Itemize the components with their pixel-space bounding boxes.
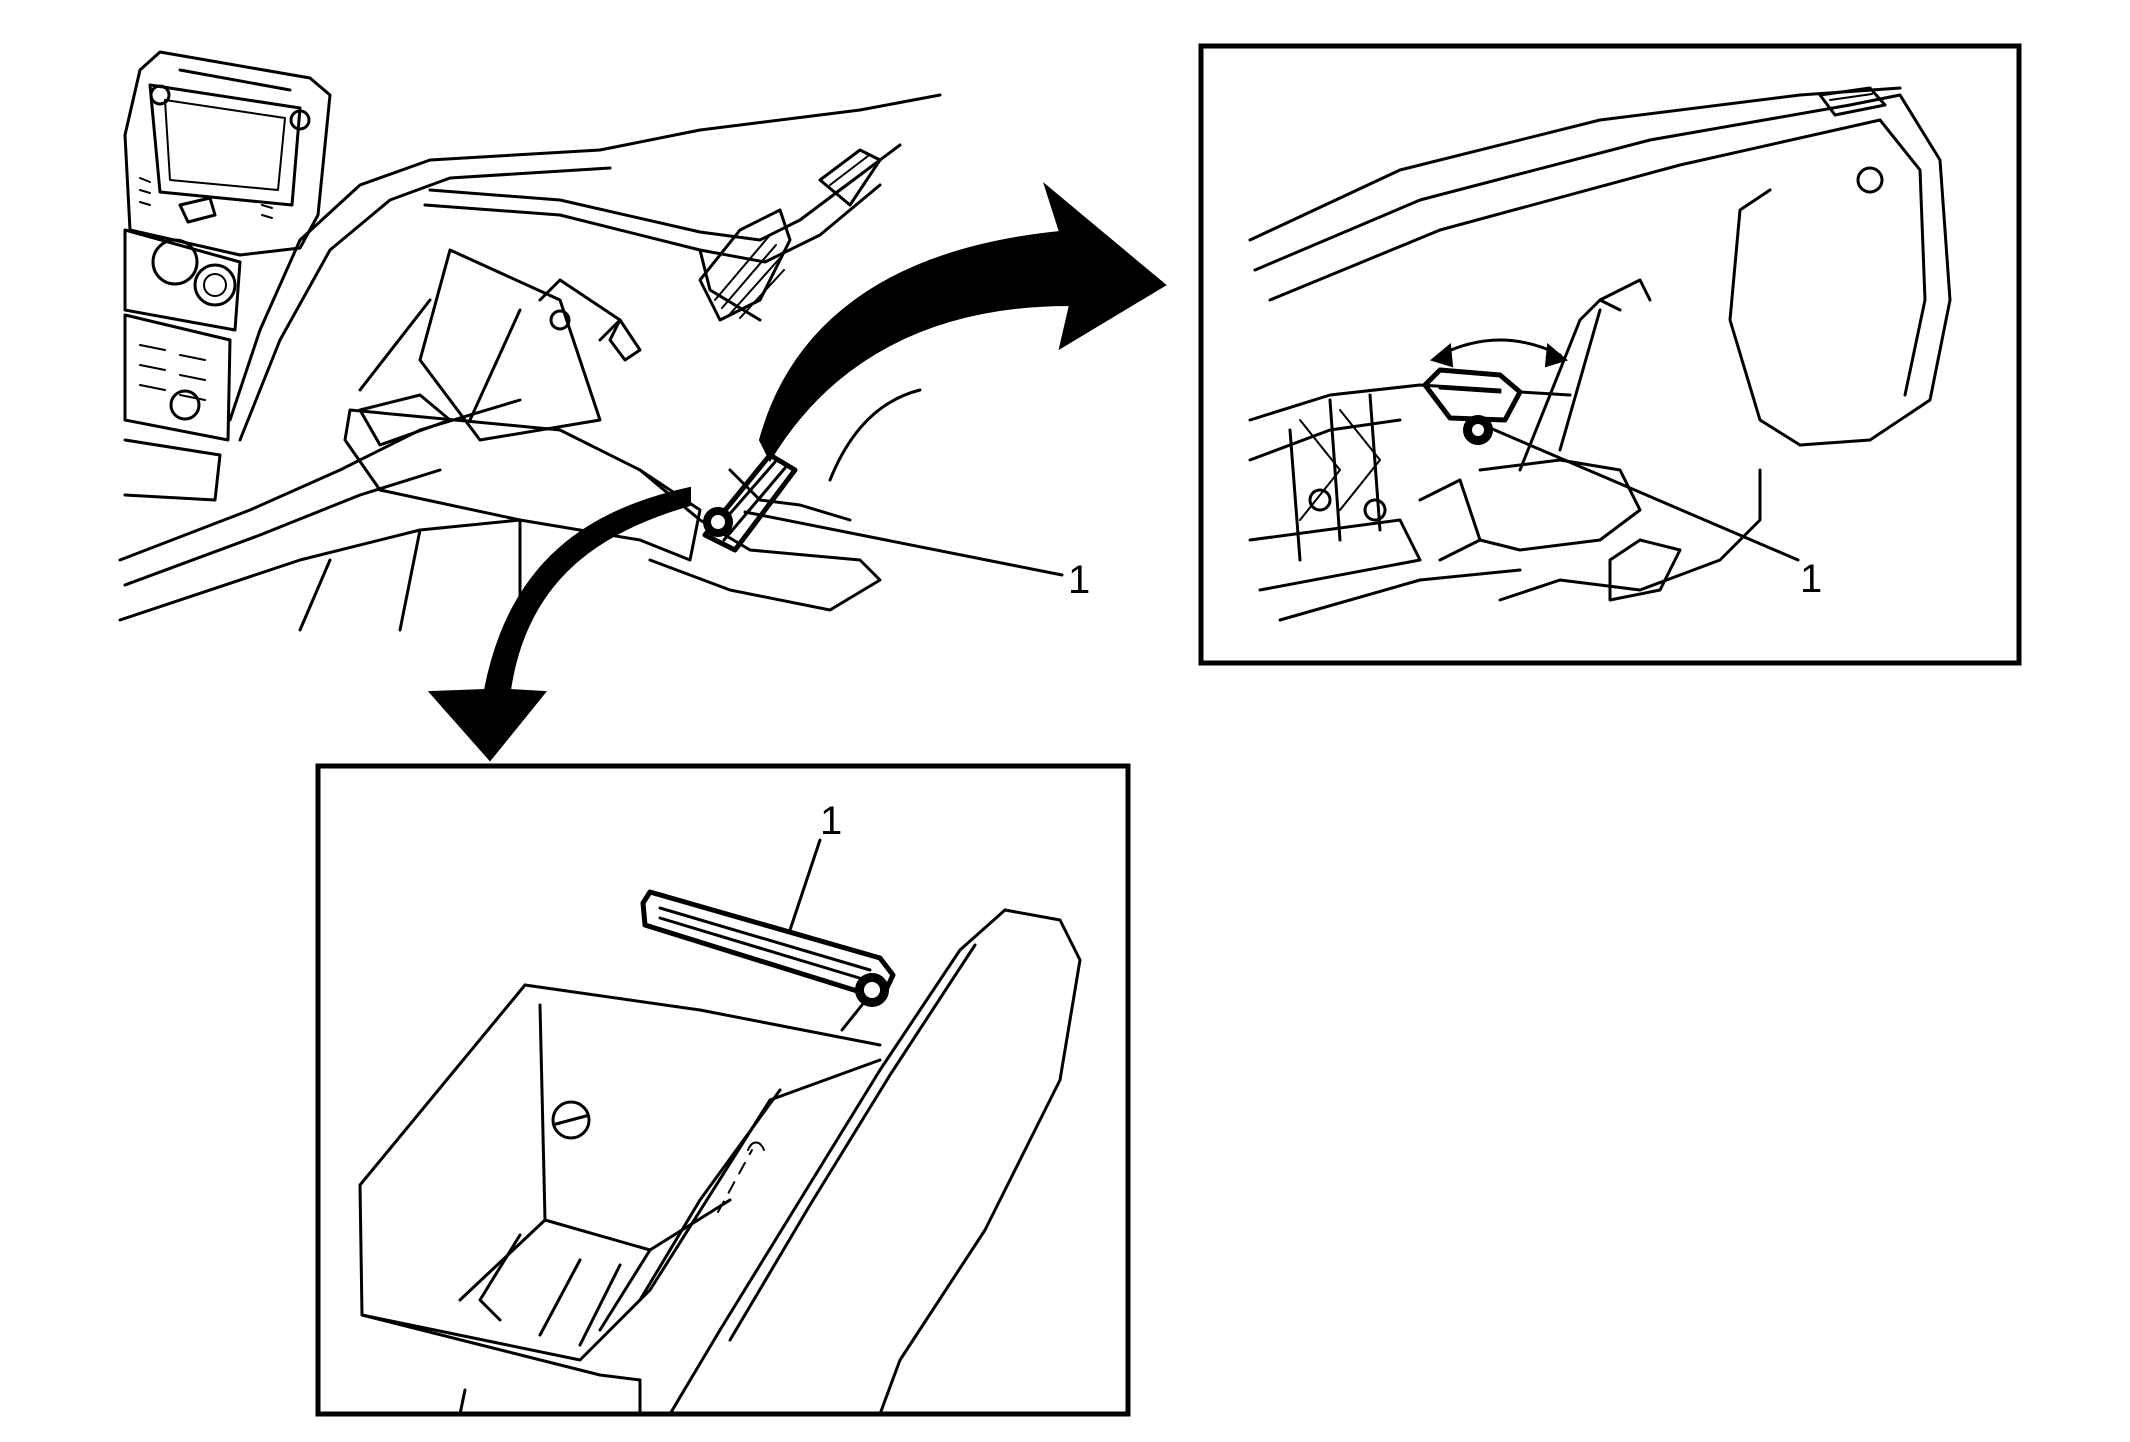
bottom-inset-content — [358, 889, 1082, 1416]
center-air-vent — [698, 148, 882, 322]
right-inset-leader — [1488, 426, 1800, 562]
arrow-to-right-inset — [758, 182, 1167, 463]
arrow-to-bottom-inset — [427, 486, 691, 762]
glove-box-door — [343, 408, 882, 612]
right-inset: 1 — [1198, 43, 2022, 666]
bottom-inset-leader — [788, 838, 822, 932]
center-stack — [123, 50, 332, 502]
right-inset-content — [1248, 86, 1952, 622]
bottom-inset-callout-label: 1 — [820, 799, 842, 843]
damper-strut — [702, 452, 798, 553]
glove-box-opening — [358, 248, 642, 442]
main-view: 1 — [118, 50, 1090, 632]
bottom-inset: 1 — [315, 763, 1131, 1417]
right-inset-callout-label: 1 — [1800, 557, 1822, 601]
main-view-leader — [743, 510, 1064, 577]
main-view-callout-label: 1 — [1068, 558, 1090, 602]
bottom-inset-frame — [315, 763, 1131, 1417]
